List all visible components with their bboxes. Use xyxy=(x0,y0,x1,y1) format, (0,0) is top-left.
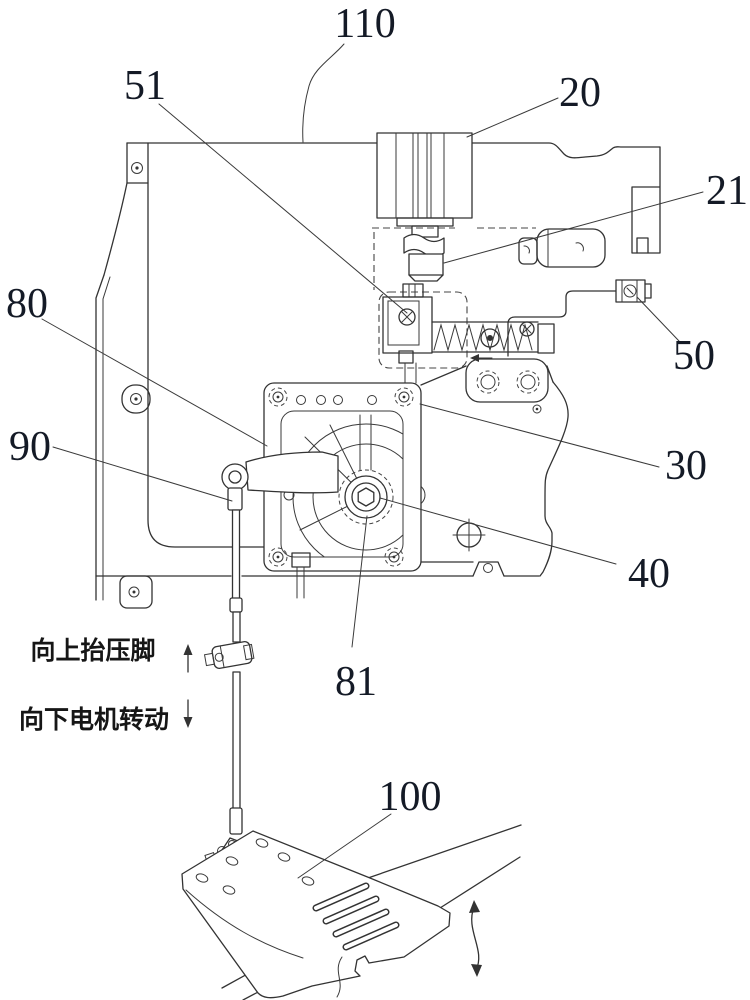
leader-90 xyxy=(52,446,233,502)
leader-100 xyxy=(297,813,392,879)
rod-clamp xyxy=(203,641,255,669)
drive-hub xyxy=(338,469,394,525)
ball-joint xyxy=(221,463,249,491)
annotation-motor-rotation: 向下电机转动 xyxy=(19,705,169,734)
leader-40 xyxy=(379,497,617,565)
left-arrow-icon xyxy=(470,354,479,362)
label-51: 51 xyxy=(124,63,166,109)
foot-holes xyxy=(195,838,315,895)
leader-110 xyxy=(302,43,345,143)
label-20: 20 xyxy=(559,70,601,116)
valve-fitting xyxy=(403,233,445,282)
link-rod-assembly xyxy=(203,451,339,867)
leader-lines xyxy=(41,43,704,879)
presser-foot xyxy=(181,824,522,1000)
annotation-lift-presser: 向上抬压脚 xyxy=(30,636,155,665)
plate-top-holes xyxy=(296,395,377,405)
label-21: 21 xyxy=(706,168,748,214)
leader-20 xyxy=(466,97,559,138)
support-bar xyxy=(367,824,522,909)
leader-50 xyxy=(636,296,680,342)
leader-21 xyxy=(443,191,704,264)
part-labels: 110 51 20 21 50 30 40 80 90 81 100 xyxy=(6,1,748,820)
leader-80 xyxy=(41,318,268,447)
label-110: 110 xyxy=(334,1,395,47)
label-100: 100 xyxy=(379,774,442,820)
label-81: 81 xyxy=(335,659,377,705)
motion-annotations: 向上抬压脚 向下电机转动 xyxy=(19,636,193,734)
hidden-edge-dashed-lines xyxy=(372,227,536,369)
movement-arrow-icon xyxy=(469,900,482,977)
label-40: 40 xyxy=(628,551,670,597)
leader-81 xyxy=(351,515,368,648)
air-cylinder xyxy=(376,132,473,238)
label-30: 30 xyxy=(665,443,707,489)
foot-plate xyxy=(181,830,451,999)
up-arrow-icon xyxy=(183,644,193,673)
link-arm xyxy=(245,451,339,494)
plate-corner-screws xyxy=(268,387,414,567)
label-50: 50 xyxy=(673,333,715,379)
down-arrow-icon xyxy=(183,699,193,728)
leader-51 xyxy=(158,103,408,314)
screw-fitting-50 xyxy=(507,279,652,357)
leader-30 xyxy=(419,403,660,468)
motor-mount-plate xyxy=(263,382,422,599)
label-80: 80 xyxy=(6,281,48,327)
label-90: 90 xyxy=(9,424,51,470)
spring-tension-assembly xyxy=(382,283,555,384)
foot-slots xyxy=(312,882,400,951)
